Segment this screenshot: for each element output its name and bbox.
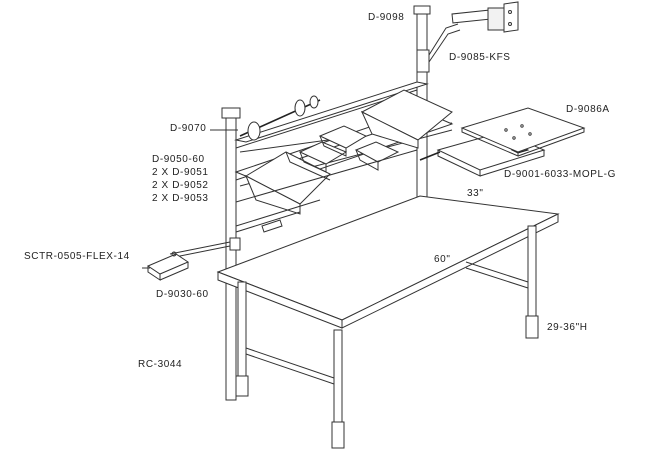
back-left-leg: [221, 107, 241, 401]
label-flex-light: SCTR-0505-FLEX-14: [24, 251, 130, 262]
label-bin-c: 2 X D-9053: [152, 193, 209, 204]
flex-light: [146, 239, 241, 281]
monitor-arm: [416, 1, 519, 73]
bin-large-left: [244, 151, 331, 215]
table-top: [216, 195, 560, 329]
bin-small-3: [354, 141, 400, 171]
label-bin-rail: D-9050-60: [152, 154, 205, 165]
rear-right-leg: [525, 225, 539, 339]
front-right-leg: [331, 329, 345, 449]
label-depth: 33": [467, 188, 484, 199]
label-workbench: RC-3044: [138, 359, 183, 370]
back-stretcher: [235, 149, 418, 203]
label-light-bracket: D-9030-60: [156, 289, 209, 300]
label-monitor-arm: D-9098: [368, 12, 405, 23]
bin-large-right: [360, 89, 453, 149]
spool-holder: [239, 95, 321, 141]
label-tray-mount: D-9001-6033-MOPL-G: [504, 169, 616, 180]
bin-small-2: [318, 125, 368, 157]
label-bin-a: 2 X D-9051: [152, 167, 209, 178]
keyboard-tray: [460, 107, 586, 157]
label-arm-mount: D-9085-KFS: [449, 52, 511, 63]
label-spool-holder: D-9070: [170, 123, 207, 134]
leg-stretchers: [245, 261, 529, 385]
front-left-leg: [235, 281, 249, 397]
light-bracket: [229, 199, 321, 251]
label-bin-b: 2 X D-9052: [152, 180, 209, 191]
label-height: 29-36"H: [547, 322, 588, 333]
label-keyboard-tray: D-9086A: [566, 104, 610, 115]
leader-lines: [142, 129, 238, 269]
label-width: 60": [434, 254, 451, 265]
